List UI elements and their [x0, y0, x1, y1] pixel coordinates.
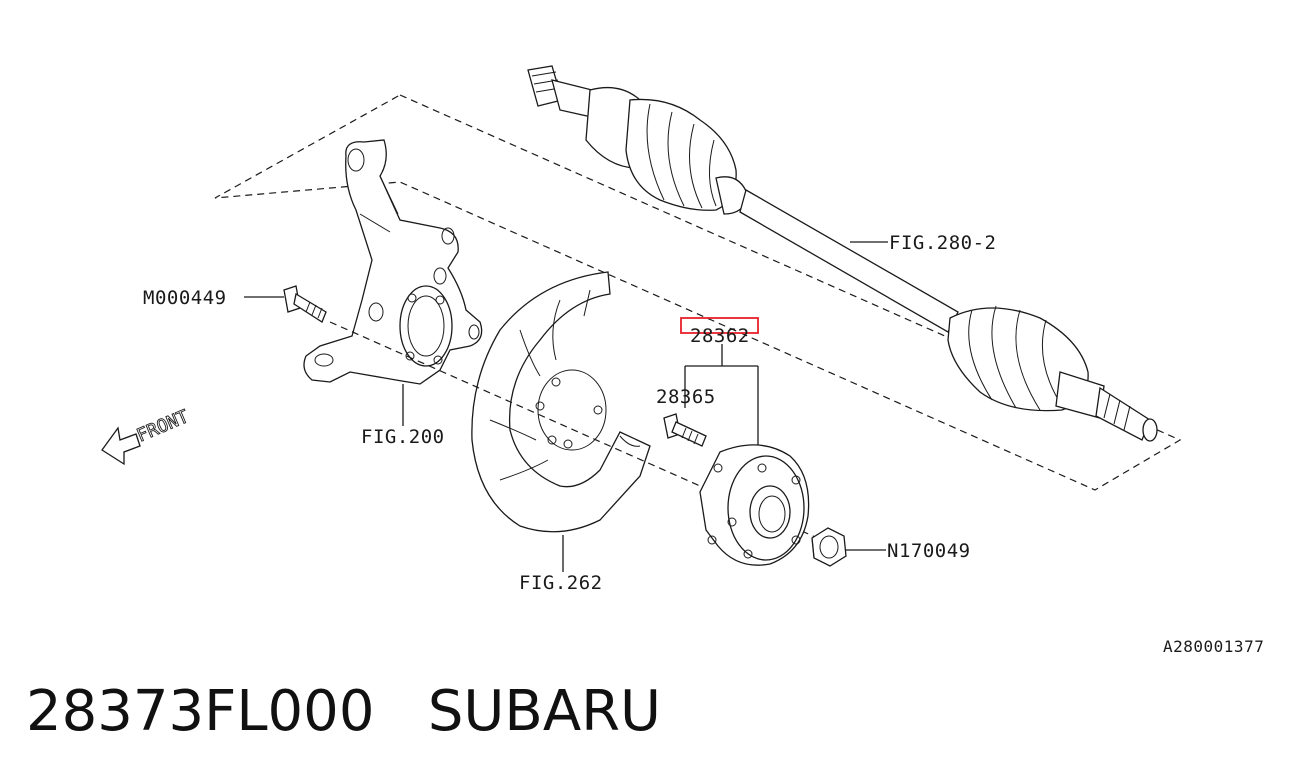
steering-knuckle: [303, 139, 483, 385]
part-number: 28373FL000: [26, 679, 375, 744]
drawing-id: A280001377: [1163, 637, 1264, 656]
hub-part-number: 28362: [690, 325, 750, 347]
knuckle-bolt: [283, 285, 327, 323]
drive-axle: [527, 65, 1158, 442]
axle-nut: [811, 527, 847, 567]
hub-bearing: [699, 444, 810, 566]
wheel-stud: [663, 413, 707, 447]
nut-label: N170049: [887, 540, 971, 562]
front-label: FRONT: [134, 406, 192, 447]
part-caption: 28373FL000 SUBARU: [26, 684, 661, 740]
hub-part-highlight: [680, 317, 759, 334]
axle-label: FIG.280-2: [889, 232, 996, 254]
stud-part-number: 28365: [656, 386, 716, 408]
shield-label: FIG.262: [519, 572, 603, 594]
dust-shield: [471, 271, 651, 533]
bolt-label: M000449: [143, 287, 227, 309]
knuckle-label: FIG.200: [361, 426, 445, 448]
brand-name: SUBARU: [427, 679, 662, 744]
front-arrow-icon: [101, 426, 141, 466]
